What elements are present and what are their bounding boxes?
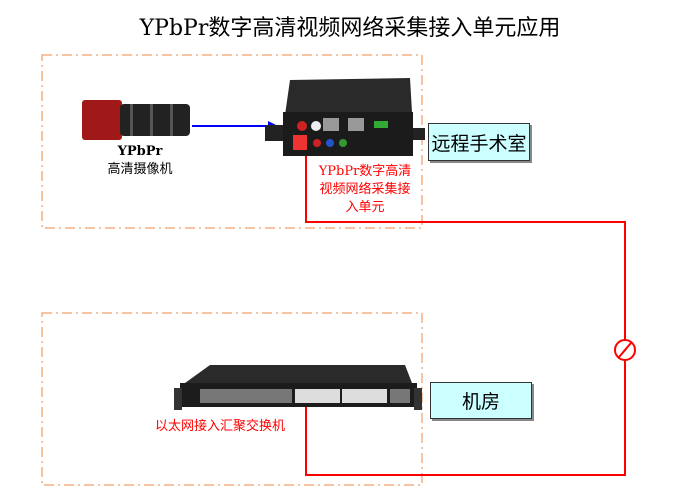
encoder-label-2: 视频网络采集接 [319,182,411,197]
encoder-label-1: YPbPr数字高清 [318,164,412,179]
camera-image [82,100,190,140]
remote-surgery-room-box: 远程手术室 [428,123,530,161]
machine-room-box: 机房 [430,382,532,419]
switch-label: 以太网接入汇聚交换机 [154,419,285,434]
encoder-device-image [265,78,425,156]
lightning-link-icon [614,339,636,361]
switch-device-image [174,365,422,410]
camera-label-model: YPbPr [117,144,163,159]
remote-zone [41,54,423,229]
page-title: YPbPr数字高清视频网络采集接入单元应用 [139,16,561,41]
encoder-label-3: 入单元 [345,200,385,215]
camera-label-name: 高清摄像机 [107,162,173,177]
